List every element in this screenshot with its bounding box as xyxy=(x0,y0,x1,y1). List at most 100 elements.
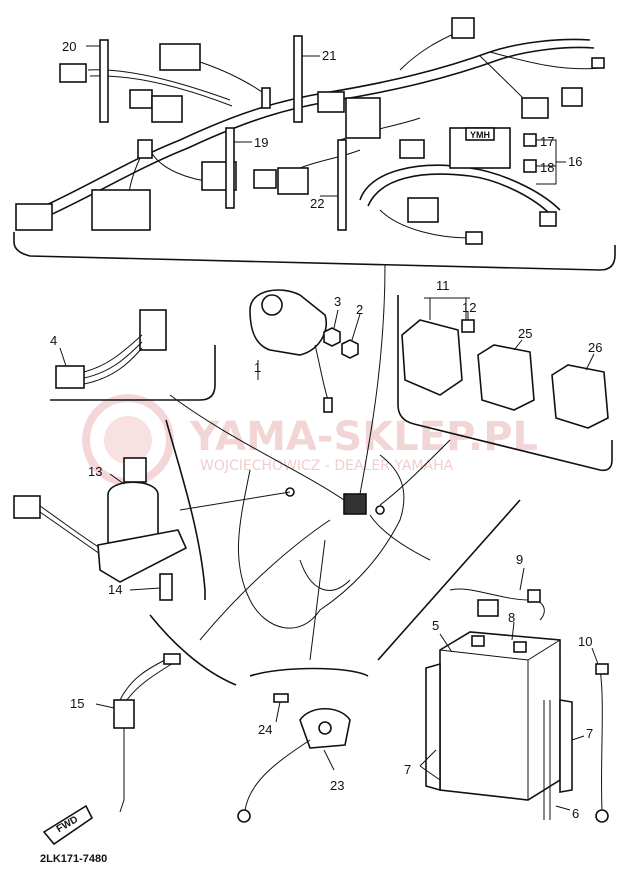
connector xyxy=(399,139,425,159)
bracket-13 xyxy=(165,419,206,600)
connector-4a xyxy=(55,365,85,389)
branch-wire xyxy=(199,61,271,99)
part-4-subharness xyxy=(50,309,216,401)
harness-sleeve xyxy=(137,139,153,159)
leader-8 xyxy=(511,621,515,641)
leader-16-bracket xyxy=(536,139,566,185)
label-19: 19 xyxy=(254,135,268,150)
wire-13 xyxy=(39,505,101,549)
leader-11 xyxy=(424,297,470,320)
connector xyxy=(521,97,549,119)
diagram-code: 2LK171-7480 xyxy=(40,853,107,865)
connector xyxy=(451,17,475,39)
label-7b: 7 xyxy=(586,726,593,741)
connector xyxy=(277,167,309,195)
bracket-4 xyxy=(50,345,216,401)
label-14: 14 xyxy=(108,582,122,597)
cable-tie-21 xyxy=(293,35,303,123)
part-11-relay xyxy=(401,319,463,396)
pointer-line xyxy=(199,519,331,641)
connector xyxy=(465,231,483,245)
center-connector xyxy=(343,493,367,515)
switch-base xyxy=(97,529,188,583)
label-12: 12 xyxy=(462,300,476,315)
main-harness: YMH xyxy=(13,17,616,271)
unit-terminal xyxy=(323,397,333,413)
part-13-switch xyxy=(13,419,206,601)
leader-13 xyxy=(109,473,125,485)
leader-10 xyxy=(591,647,599,665)
watermark-title: YAMA-SKLEP.PL xyxy=(189,414,538,460)
leader-7b xyxy=(571,735,585,741)
relay-tag-box xyxy=(465,127,495,141)
label-9: 9 xyxy=(516,552,523,567)
sensor-stem xyxy=(119,728,125,813)
part-24-screw xyxy=(273,693,289,703)
relay-tag: YMH xyxy=(470,130,490,140)
connector xyxy=(561,87,583,107)
leader-26 xyxy=(585,353,595,371)
bolt xyxy=(375,505,385,515)
unit-wire xyxy=(314,344,329,401)
part-9-connector xyxy=(477,599,499,617)
pointer-line xyxy=(179,491,291,511)
wire xyxy=(83,347,143,385)
part-15-sensor xyxy=(95,614,237,813)
label-13: 13 xyxy=(88,464,102,479)
label-18: 18 xyxy=(540,160,554,175)
part-12-clip xyxy=(461,319,475,333)
part-18-clip xyxy=(523,159,537,173)
leader-2 xyxy=(351,313,361,341)
part-25-relay xyxy=(477,344,535,411)
label-24: 24 xyxy=(258,722,272,737)
label-2: 2 xyxy=(356,302,363,317)
connector-large xyxy=(91,189,151,231)
label-8: 8 xyxy=(508,610,515,625)
label-20: 20 xyxy=(62,39,76,54)
connector xyxy=(59,63,87,83)
part-3-nut xyxy=(323,327,341,347)
part-23-assembly xyxy=(237,667,369,823)
connector-4b xyxy=(139,309,167,351)
watermark-subtitle: WOJCIECHOWICZ - DEALER YAMAHA xyxy=(200,458,454,474)
pointer-line xyxy=(169,394,345,501)
leader-24 xyxy=(275,701,281,723)
label-5: 5 xyxy=(432,618,439,633)
battery-group xyxy=(377,499,609,823)
branch-wire xyxy=(489,51,601,70)
battery-terminal xyxy=(513,641,527,653)
connector xyxy=(591,57,605,69)
leader-4 xyxy=(59,347,67,367)
wire xyxy=(83,334,143,373)
part-17-clip xyxy=(523,133,537,147)
part-2-nut xyxy=(341,339,359,359)
harness-sleeve xyxy=(261,87,271,109)
cable-tie-22 xyxy=(337,139,347,231)
switch-key xyxy=(123,457,147,483)
part-26-relay xyxy=(551,364,609,429)
label-16: 16 xyxy=(568,154,582,169)
label-21: 21 xyxy=(322,48,336,63)
cable-tie-20 xyxy=(99,39,109,123)
watermark: YAMA-SKLEP.PL WOJCIECHOWICZ - DEALER YAM… xyxy=(82,394,538,486)
harness-bracket xyxy=(13,232,616,271)
branch-loop xyxy=(367,173,553,217)
part-1-unit xyxy=(249,289,333,413)
fwd-arrow-shape xyxy=(42,804,94,846)
leader-25 xyxy=(513,339,523,351)
pointer-line xyxy=(369,514,431,561)
label-22: 22 xyxy=(310,196,324,211)
pointer-line xyxy=(309,539,326,661)
pointer-line xyxy=(379,439,451,506)
connector xyxy=(407,197,439,223)
part-7-pad xyxy=(425,662,441,792)
connector xyxy=(129,89,153,109)
wire-23 xyxy=(244,739,311,811)
connector xyxy=(151,95,183,123)
leader-7a xyxy=(419,749,441,781)
leader-6 xyxy=(555,805,571,811)
relay-group xyxy=(397,295,613,472)
part-10-lead xyxy=(599,669,603,811)
watermark-logo-core xyxy=(104,416,152,464)
